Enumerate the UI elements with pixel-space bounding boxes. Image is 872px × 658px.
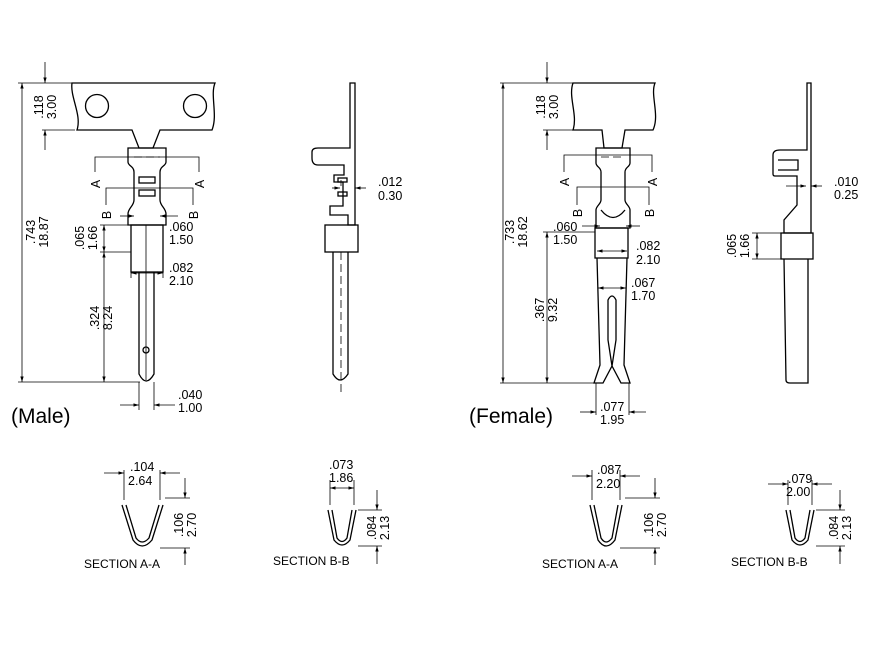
female-sa-height-mm: 2.70	[655, 513, 669, 537]
male-collar-mm: 2.10	[169, 274, 193, 288]
female-band-mm: 1.66	[738, 234, 752, 258]
female-body	[595, 147, 631, 229]
female-carrier-mm: 3.00	[547, 95, 561, 119]
male-section-b-label: SECTION B-B	[273, 554, 350, 568]
male-side-pin	[332, 252, 349, 381]
female-tube-mm: 1.70	[631, 289, 655, 303]
female-carrier-strip	[570, 82, 657, 149]
female-tip-mm: 1.95	[600, 413, 624, 427]
female-sb-width-in: .079	[788, 472, 812, 486]
male-pin-dimple	[142, 346, 150, 354]
female-neck-in: .060	[553, 220, 577, 234]
male-sb-height-in: .084	[365, 516, 379, 540]
section-marker-a: A	[558, 177, 572, 186]
female-sb-height-mm: 2.13	[840, 516, 854, 540]
section-marker-a: A	[89, 179, 103, 188]
male-carrier-strip	[71, 82, 216, 149]
male-body	[127, 147, 167, 226]
male-sb-width-mm: 1.86	[329, 471, 353, 485]
female-side-body	[772, 82, 812, 234]
section-marker-a: A	[193, 179, 207, 188]
female-caption: (Female)	[469, 405, 553, 428]
section-marker-b: B	[643, 209, 657, 217]
female-side-tube	[783, 258, 809, 384]
female-sa-width-mm: 2.20	[596, 477, 620, 491]
male-sb-width-in: .073	[329, 458, 353, 472]
female-tip-in: .077	[600, 400, 624, 414]
male-slot	[138, 176, 156, 184]
female-socketlen-in: .367	[533, 298, 547, 322]
male-thickness-in: .012	[378, 175, 402, 189]
male-overall-mm: 18.87	[37, 216, 51, 247]
female-section-b-label: SECTION B-B	[731, 555, 808, 569]
male-pin	[138, 272, 155, 382]
male-pinw-mm: 1.00	[178, 401, 202, 415]
male-sb-height-mm: 2.13	[378, 516, 392, 540]
male-side-collar	[324, 224, 359, 253]
female-thickness-in: .010	[834, 175, 858, 189]
male-sa-height-mm: 2.70	[185, 513, 199, 537]
female-side-collar	[780, 232, 814, 260]
carrier-hole	[182, 93, 208, 119]
section-marker-b: B	[187, 211, 201, 219]
female-collar-in: .082	[636, 239, 660, 253]
female-sb-width-mm: 2.00	[786, 485, 810, 499]
male-front-labels: .743 18.87 .118 3.00 .065 1.66 .324 8.24…	[11, 95, 207, 428]
male-pinw-in: .040	[178, 388, 202, 402]
male-pinlen-in: .324	[88, 306, 102, 330]
female-front-labels: .733 18.62 .118 3.00 .367 9.32 .060 1.50…	[469, 95, 660, 428]
female-thickness-mm: 0.25	[834, 188, 858, 202]
female-sa-height-in: .106	[642, 513, 656, 537]
female-socketlen-mm: 9.32	[546, 298, 560, 322]
male-front-view	[18, 62, 216, 410]
male-neck-mm: 1.50	[169, 233, 193, 247]
female-band-in: .065	[725, 234, 739, 258]
male-side-view: .012 0.30	[311, 82, 402, 392]
female-tube-in: .067	[631, 276, 655, 290]
female-collar-mm: 2.10	[636, 253, 660, 267]
female-front-view	[500, 62, 657, 415]
male-band-in: .065	[73, 226, 87, 250]
male-caption: (Male)	[11, 405, 71, 428]
male-side-body	[311, 82, 356, 226]
female-section-b: .079 2.00 .084 2.13 SECTION B-B	[731, 472, 854, 569]
male-carrier-mm: 3.00	[45, 95, 59, 119]
female-overall-in: .733	[503, 220, 517, 244]
female-side-view: .010 0.25 .065 1.66	[725, 82, 858, 384]
male-sa-width-in: .104	[130, 460, 154, 474]
female-sa-width-in: .087	[597, 463, 621, 477]
female-section-a-label: SECTION A-A	[542, 557, 618, 571]
section-marker-b: B	[571, 209, 585, 217]
male-overall-in: .743	[24, 220, 38, 244]
female-overall-mm: 18.62	[516, 216, 530, 247]
male-slot	[138, 189, 156, 197]
male-section-b: .073 1.86 .084 2.13 SECTION B-B	[273, 458, 392, 568]
male-section-a: .104 2.64 .106 2.70 SECTION A-A	[84, 460, 199, 571]
male-neck-in: .060	[169, 220, 193, 234]
male-thickness-mm: 0.30	[378, 189, 402, 203]
section-marker-a: A	[646, 177, 660, 186]
male-pinlen-mm: 8.24	[101, 306, 115, 330]
section-marker-b: B	[100, 211, 114, 219]
male-section-a-label: SECTION A-A	[84, 557, 160, 571]
carrier-hole	[84, 93, 110, 119]
male-sa-width-mm: 2.64	[128, 474, 152, 488]
male-sa-height-in: .106	[172, 513, 186, 537]
male-carrier-in: .118	[32, 95, 46, 118]
male-collar-in: .082	[169, 261, 193, 275]
female-neck-mm: 1.50	[553, 233, 577, 247]
male-crimp-band	[130, 224, 164, 273]
female-section-a: .087 2.20 .106 2.70 SECTION A-A	[542, 463, 669, 571]
female-collar	[594, 227, 629, 259]
female-carrier-in: .118	[534, 95, 548, 118]
male-band-mm: 1.66	[86, 226, 100, 250]
female-sb-height-in: .084	[827, 516, 841, 540]
